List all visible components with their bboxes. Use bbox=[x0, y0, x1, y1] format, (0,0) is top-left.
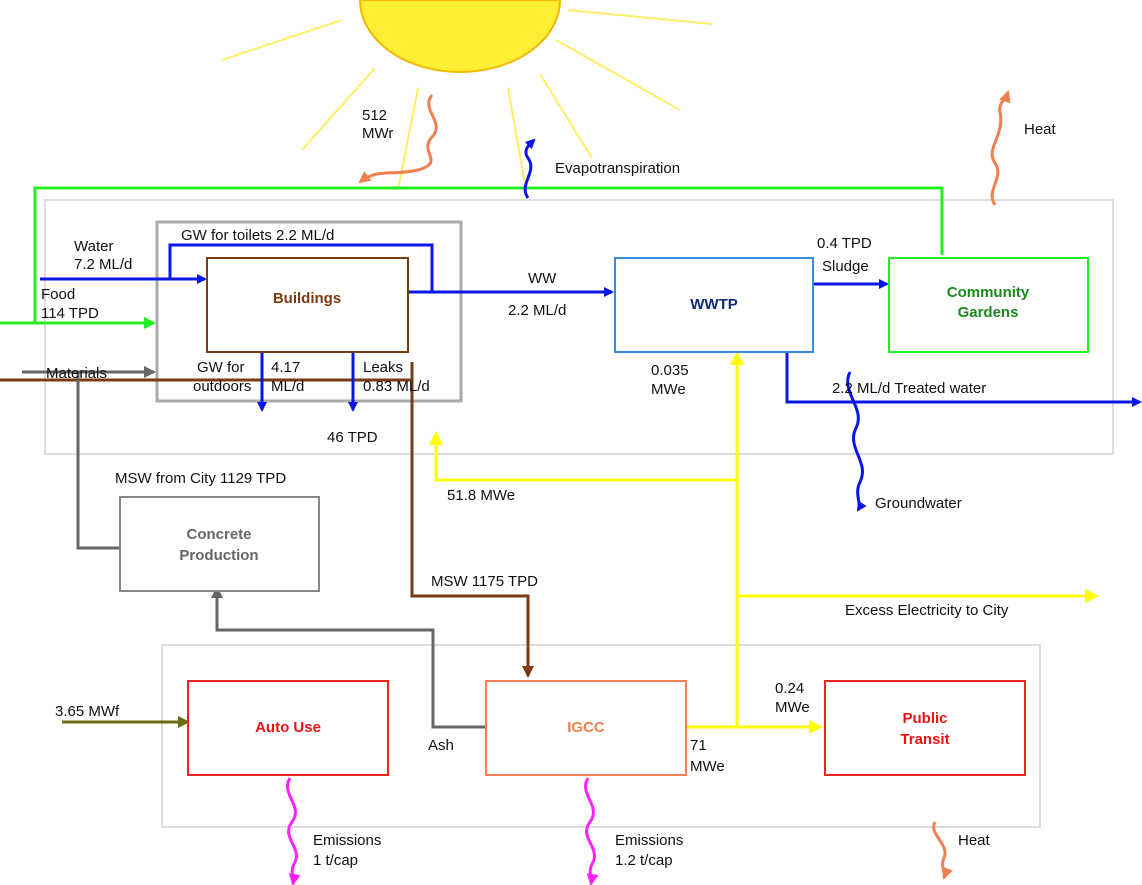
buildings-group-box bbox=[155, 220, 463, 403]
label-wwtp-power-2: MWe bbox=[651, 381, 686, 398]
buildings-title: Buildings bbox=[273, 290, 341, 307]
gardens-title-line1: Community bbox=[947, 284, 1030, 301]
label-sun-mw-2: MWr bbox=[362, 125, 393, 142]
label-food-2: 114 TPD bbox=[41, 305, 99, 322]
label-heat-bottom: Heat bbox=[958, 832, 991, 849]
auto-use-title: Auto Use bbox=[255, 719, 321, 736]
msw-flow bbox=[0, 362, 534, 678]
label-sludge-2: Sludge bbox=[822, 258, 869, 275]
label-msw-1175: MSW 1175 TPD bbox=[431, 573, 538, 590]
label-evapotranspiration: Evapotranspiration bbox=[555, 160, 680, 177]
label-fuel-input: 3.65 MWf bbox=[55, 703, 120, 720]
label-msw-from-city: MSW from City 1129 TPD bbox=[115, 470, 286, 487]
heat-flow bbox=[358, 90, 1011, 880]
label-leaks-1: Leaks bbox=[363, 359, 403, 376]
label-71-mwe-1: 71 bbox=[690, 737, 707, 754]
label-sun-mw-1: 512 bbox=[362, 107, 387, 124]
auto-use-box: Auto Use bbox=[187, 680, 389, 776]
label-food-1: Food bbox=[41, 286, 75, 303]
label-groundwater: Groundwater bbox=[875, 495, 962, 512]
concrete-title-line1: Concrete bbox=[186, 526, 251, 543]
transit-title-line2: Transit bbox=[900, 731, 949, 748]
electricity-flow bbox=[429, 351, 1099, 734]
label-sludge-1: 0.4 TPD bbox=[817, 235, 872, 252]
transit-title-line1: Public bbox=[902, 710, 947, 727]
transport-system-box bbox=[161, 644, 1041, 828]
label-gw-outdoors-value-1: 4.17 bbox=[271, 359, 300, 376]
label-materials: Materials bbox=[46, 365, 107, 382]
emissions-flow bbox=[286, 777, 599, 885]
public-transit-box: Public Transit bbox=[824, 680, 1026, 776]
label-water-2: 7.2 ML/d bbox=[74, 256, 132, 273]
label-gw-outdoors-value-2: ML/d bbox=[271, 378, 304, 395]
label-water-1: Water bbox=[74, 238, 113, 255]
label-emissions-auto-2: 1 t/cap bbox=[313, 852, 358, 869]
concrete-production-box: Concrete Production bbox=[119, 496, 320, 592]
igcc-title: IGCC bbox=[567, 719, 605, 736]
label-emissions-igcc-2: 1.2 t/cap bbox=[615, 852, 673, 869]
label-emissions-auto-1: Emissions bbox=[313, 832, 381, 849]
label-gw-outdoors-1: GW for bbox=[197, 359, 245, 376]
materials-flow bbox=[22, 366, 486, 729]
food-flow bbox=[0, 186, 944, 329]
flow-labels: 512 MWr Heat Evapotranspiration Water 7.… bbox=[41, 107, 1057, 869]
label-46-tpd: 46 TPD bbox=[327, 429, 378, 446]
wwtp-title: WWTP bbox=[690, 296, 737, 313]
label-0-24-mwe-1: 0.24 bbox=[775, 680, 804, 697]
label-ash: Ash bbox=[428, 737, 454, 754]
label-ww-1: WW bbox=[528, 270, 557, 287]
label-51-8-mwe: 51.8 MWe bbox=[447, 487, 515, 504]
label-ww-2: 2.2 ML/d bbox=[508, 302, 566, 319]
community-gardens-box: Community Gardens bbox=[888, 257, 1089, 353]
water-flow bbox=[40, 138, 1142, 512]
label-0-24-mwe-2: MWe bbox=[775, 699, 810, 716]
label-leaks-2: 0.83 ML/d bbox=[363, 378, 430, 395]
igcc-box: IGCC bbox=[485, 680, 687, 776]
buildings-box: Buildings bbox=[206, 257, 409, 353]
label-heat-top: Heat bbox=[1024, 121, 1057, 138]
city-system-box bbox=[44, 199, 1114, 455]
label-gw-outdoors-2: outdoors bbox=[193, 378, 251, 395]
gardens-title-line2: Gardens bbox=[958, 304, 1019, 321]
label-wwtp-power-1: 0.035 bbox=[651, 362, 689, 379]
label-excess-electricity: Excess Electricity to City bbox=[845, 602, 1009, 619]
label-71-mwe-2: MWe bbox=[690, 758, 725, 775]
concrete-title-line2: Production bbox=[179, 547, 258, 564]
label-treated-water: 2.2 ML/d Treated water bbox=[832, 380, 986, 397]
label-emissions-igcc-1: Emissions bbox=[615, 832, 683, 849]
wwtp-box: WWTP bbox=[614, 257, 814, 353]
label-gw-toilets: GW for toilets 2.2 ML/d bbox=[181, 227, 334, 244]
